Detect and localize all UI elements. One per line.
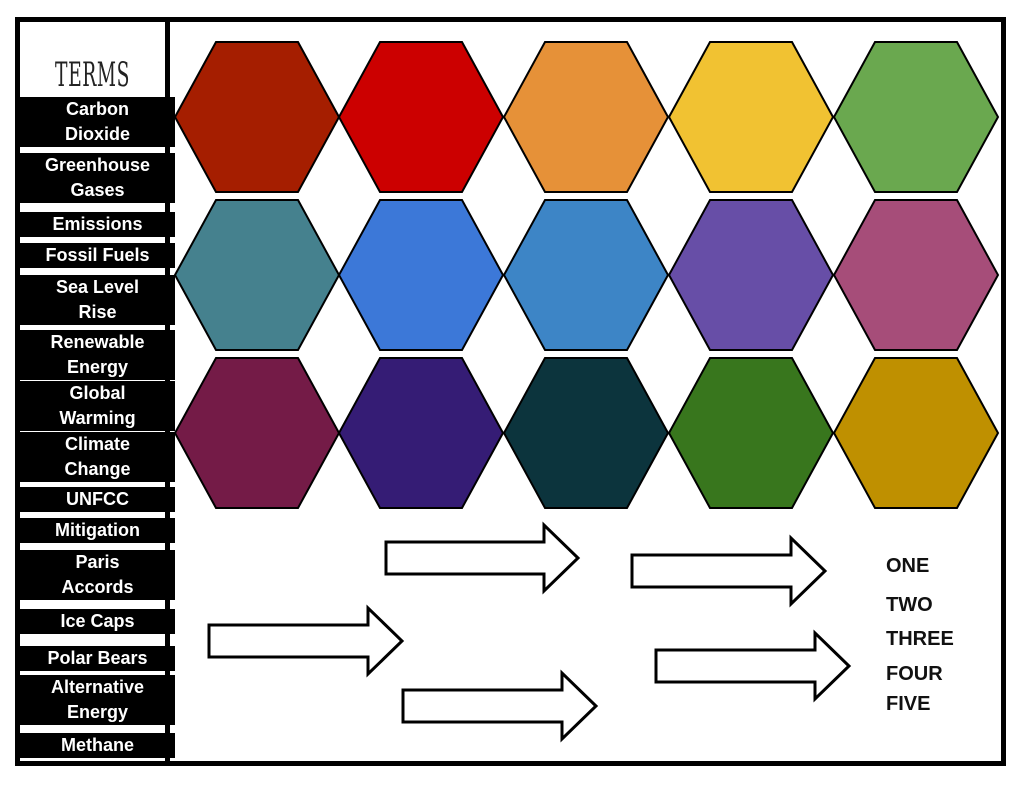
term-text: Sea Level [52, 277, 143, 297]
term-text: Energy [63, 702, 132, 722]
term-text: Dioxide [61, 124, 133, 144]
term-text: Ice Caps [57, 611, 138, 631]
term-fossil-fuels[interactable]: Fossil Fuels [20, 243, 175, 268]
term-text: Polar Bears [44, 648, 151, 668]
hexagon-r3-c4[interactable] [667, 357, 835, 509]
hexagon-r1-c1[interactable] [173, 41, 341, 193]
term-polar-bears[interactable]: Polar Bears [20, 646, 175, 671]
hexagon-r3-c3[interactable] [502, 357, 670, 509]
term-text: Methane [57, 735, 137, 755]
hexagon-r2-c3[interactable] [502, 199, 670, 351]
label-one[interactable]: ONE [886, 555, 930, 577]
term-text: Energy [63, 357, 132, 377]
hexagon-r2-c1[interactable] [173, 199, 341, 351]
label-five[interactable]: FIVE [886, 693, 931, 715]
term-text: Global [66, 383, 129, 403]
label-two[interactable]: TWO [886, 594, 933, 616]
term-text: UNFCC [63, 489, 132, 509]
term-methane[interactable]: Methane [20, 733, 175, 758]
term-text: Warming [56, 408, 139, 428]
term-text: Mitigation [52, 520, 143, 540]
arrow-2[interactable] [630, 534, 828, 608]
arrow-4[interactable] [401, 669, 599, 743]
label-three[interactable]: THREE [886, 628, 954, 650]
term-text: Carbon [63, 99, 132, 119]
term-text: Rise [75, 302, 120, 322]
term-text: Emissions [49, 214, 146, 234]
hexagon-r3-c5[interactable] [832, 357, 1000, 509]
terms-title: TERMS [55, 55, 130, 95]
term-text: Fossil Fuels [42, 245, 153, 265]
term-text: Change [61, 459, 134, 479]
hexagon-r2-c5[interactable] [832, 199, 1000, 351]
term-text: Accords [58, 577, 137, 597]
term-text: Gases [67, 180, 128, 200]
hexagon-r3-c1[interactable] [173, 357, 341, 509]
hexagon-r1-c2[interactable] [337, 41, 505, 193]
arrow-1[interactable] [384, 521, 581, 595]
term-text: Greenhouse [41, 155, 154, 175]
hexagon-r2-c4[interactable] [667, 199, 835, 351]
arrow-3[interactable] [207, 604, 405, 678]
hexagon-r3-c2[interactable] [337, 357, 505, 509]
arrow-5[interactable] [654, 629, 852, 703]
term-mitigation[interactable]: Mitigation [20, 518, 175, 543]
term-text: Renewable [47, 332, 148, 352]
label-four[interactable]: FOUR [886, 663, 943, 685]
board-frame [15, 17, 1006, 766]
term-text: Climate [61, 434, 134, 454]
hexagon-r2-c2[interactable] [337, 199, 505, 351]
term-ice-caps[interactable]: Ice Caps [20, 609, 175, 634]
term-text: Paris [72, 552, 123, 572]
term-unfcc[interactable]: UNFCC [20, 487, 175, 512]
hexagon-r1-c3[interactable] [502, 41, 670, 193]
term-text: Alternative [47, 677, 148, 697]
hexagon-r1-c5[interactable] [832, 41, 1000, 193]
term-emissions[interactable]: Emissions [20, 212, 175, 237]
hexagon-r1-c4[interactable] [667, 41, 835, 193]
